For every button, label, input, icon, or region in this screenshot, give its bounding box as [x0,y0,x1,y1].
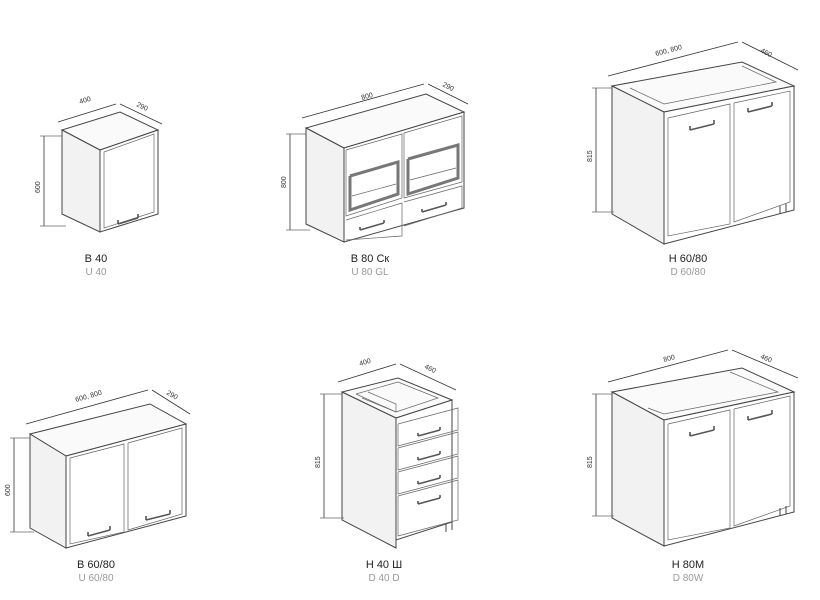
cabinet-h6080-width-label: 600, 800 [655,44,683,58]
cabinet-h6080-front [663,85,795,245]
cabinet-b80-code: B 80 Ск [351,253,390,265]
cabinet-h6080-depth-line [741,41,799,71]
cabinet-b80-depth-line [427,83,469,105]
cabinet-h6080-side [611,85,665,245]
cabinet-b6080-width-line [25,389,149,425]
cabinet-b40-height-label: 600 [35,181,42,193]
cabinet-b6080-code: B 60/80 [77,559,115,571]
cabinet-b40-code: B 40 [85,253,108,265]
cabinet-h80m-height-label: 815 [587,456,594,468]
cabinet-h40-drawer-3 [397,455,459,495]
cabinet-b80-height-label: 800 [281,176,288,188]
cabinet-b40-width-label: 400 [79,96,92,106]
cabinet-h40-code: H 40 Ш [366,559,402,571]
cabinet-b40-handle [117,214,139,225]
cabinet-h6080-height-label: 815 [587,150,594,162]
cabinet-b6080-handle-right [145,510,171,521]
cabinet-b80-drawer-right [403,185,463,227]
cabinet-h40-alt-code: D 40 D [368,573,399,584]
cabinet-b80-handle-right [421,202,447,213]
cabinet-h40-handle-4 [417,495,441,505]
cabinet-h40-drawer-1 [397,407,459,447]
cabinet-b80-drawer-left [345,202,403,241]
cabinet-b40-depth-line [119,103,163,125]
cabinet-h6080: 600, 800 460 815 H 60/80 D 60/80 [587,41,799,278]
cabinet-h6080-door-right [733,90,791,223]
cabinet-h40-handle-3 [417,475,441,485]
cabinet-h6080-code: H 60/80 [669,253,708,265]
cabinet-h80m-front [663,391,795,547]
cabinet-h80m-alt-code: D 80W [673,573,704,584]
cabinet-h80m-code: H 80M [672,559,704,571]
cabinet-b80-glass: 800 290 800 B 80 Ск U 80 GL [281,82,469,278]
cabinet-h80m-depth-label: 460 [759,353,773,364]
cabinet-b80-width-line [301,83,425,119]
cabinet-b6080-depth-label: 290 [165,390,179,402]
cabinet-b6080-alt-code: U 60/80 [78,573,113,584]
cabinet-h80m-handle-left [689,426,715,437]
cabinet-b40-depth-label: 290 [135,102,149,113]
cabinet-h40-drawer-2 [397,431,459,471]
cabinet-b80-side [305,127,345,243]
cabinet-b6080-height-label: 600 [5,484,12,496]
cabinet-h40-width-line [337,363,397,383]
cabinet-h80m-sink: 800 460 815 H 80M D 80W [587,349,799,584]
cabinet-b80-glass-door-right [403,115,463,199]
cabinet-b80-alt-code: U 80 GL [351,267,389,278]
cabinet-h6080-door-left [667,103,731,237]
cabinet-b40-width-line [57,103,117,123]
cabinet-h6080-handle-left [689,120,715,131]
cabinet-b40-door [103,133,155,229]
cabinet-b6080-depth-line [151,389,191,415]
cabinet-h40-depth-line [399,363,457,391]
cabinet-h80m-width-label: 800 [663,354,676,364]
cabinet-b6080-door-left [69,443,125,545]
cabinet-b40-alt-code: U 40 [85,267,107,278]
cabinet-h40-side [341,391,397,549]
cabinet-h40-depth-label: 460 [423,364,437,376]
cabinet-b80-width-label: 800 [361,92,374,102]
cabinet-h40-width-label: 400 [359,358,372,368]
cabinet-b40: 400 290 600 B 40 U 40 [35,96,163,278]
cabinet-h80m-handle-right [747,410,773,421]
cabinet-b40-front [99,129,159,233]
cabinet-h80m-depth-line [731,349,799,379]
cabinet-b80-glass-door-left [345,133,403,217]
cabinet-h40-drawers: 400 460 815 H 40 Ш D 40 D [315,358,459,584]
cabinet-b6080-handle-left [87,526,111,537]
cabinet-h6080-alt-code: D 60/80 [670,267,705,278]
cabinet-b6080-width-label: 600, 800 [75,390,103,404]
cabinet-h80m-door-left [667,409,731,541]
cabinet-h80m-door-right [733,395,791,527]
cabinet-b6080-door-right [127,427,183,531]
cabinet-h40-drawer-4 [397,479,459,537]
cabinet-h6080-depth-label: 460 [759,48,773,60]
cabinet-b80-depth-label: 290 [441,82,455,94]
cabinet-b80-handle-left [359,220,385,231]
cabinet-h40-handle-2 [417,451,441,461]
cabinet-h40-height-label: 815 [315,456,322,468]
cabinet-h40-handle-1 [417,427,441,437]
cabinet-h6080-handle-right [747,102,773,113]
cabinet-h6080-width-line [607,41,739,77]
cabinet-h80m-width-line [607,349,729,383]
cabinet-b6080: 600, 800 290 600 B 60/80 U 60/80 [5,389,191,584]
